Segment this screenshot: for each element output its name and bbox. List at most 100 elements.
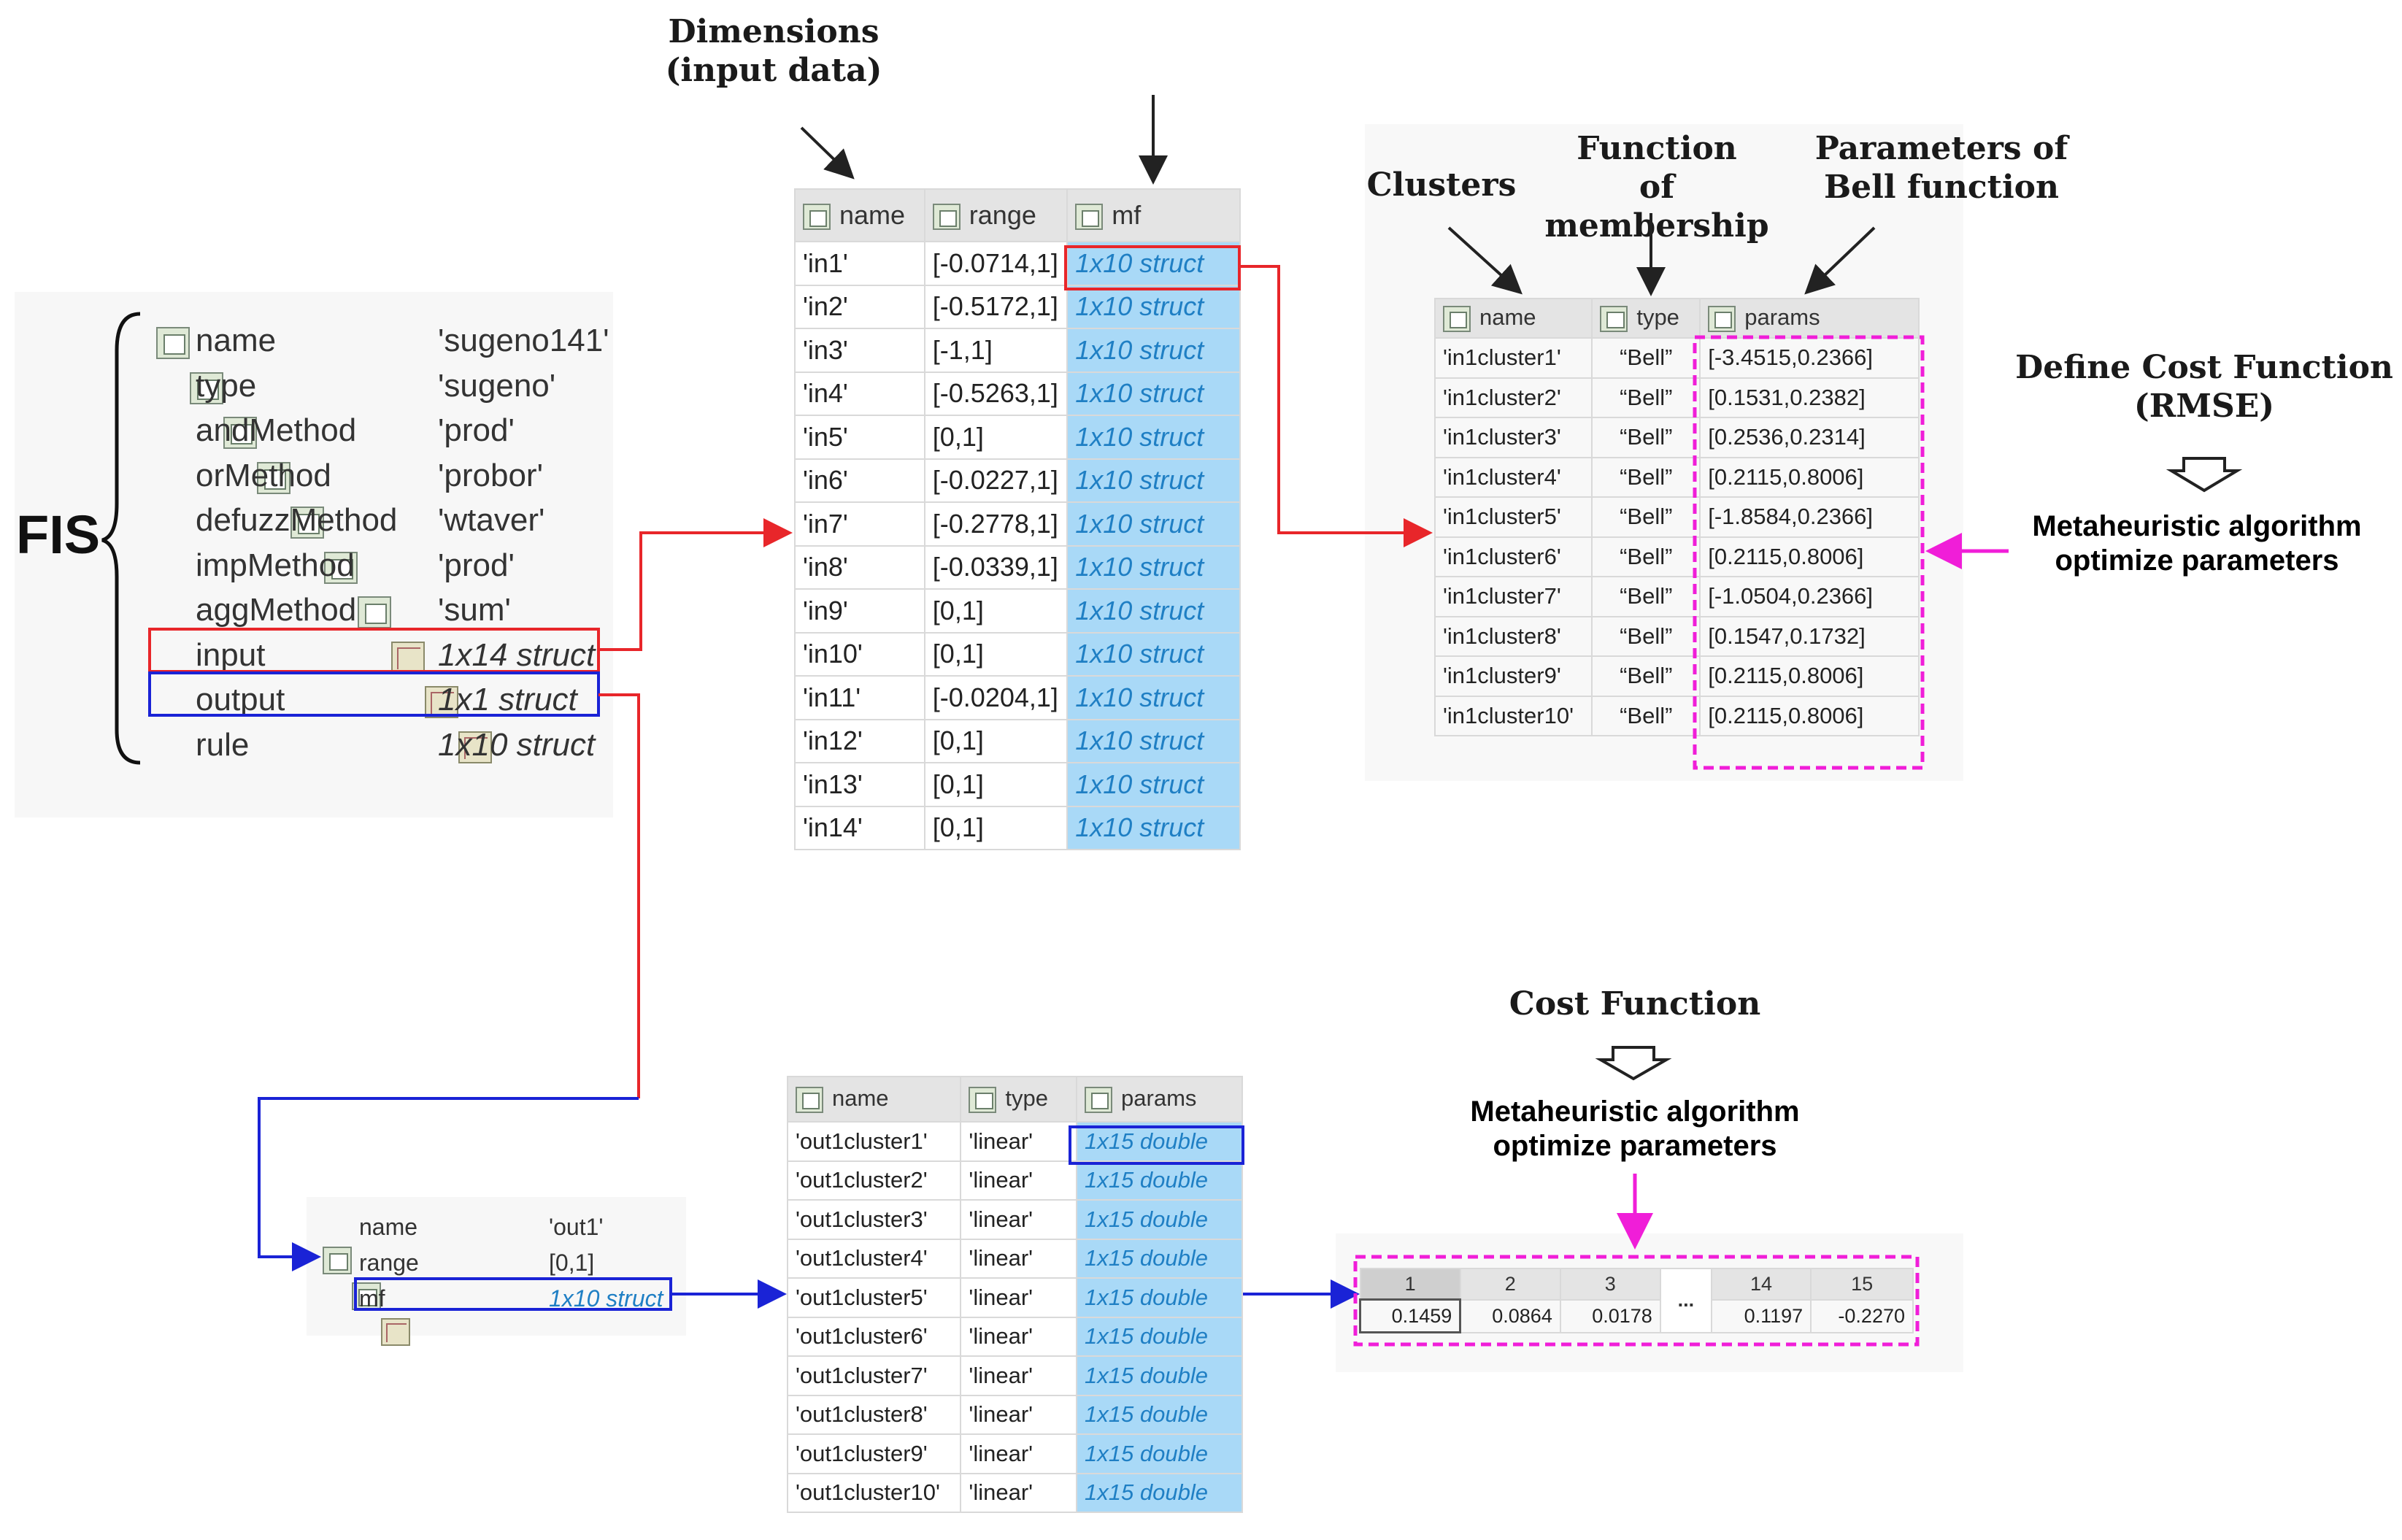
table-cell: 'out1cluster5'	[786, 1277, 962, 1318]
table-cell: 'in1'	[794, 241, 925, 286]
table-cell[interactable]: 1x10 struct	[1066, 328, 1241, 373]
table-cell[interactable]: 1x10 struct	[1066, 241, 1241, 286]
table-cell[interactable]: 1x10 struct	[1066, 805, 1241, 850]
table-cell[interactable]: 1x10 struct	[1066, 284, 1241, 329]
char-icon	[257, 461, 290, 494]
column-type-icon	[803, 204, 831, 231]
table-cell: [-0.5263,1]	[923, 371, 1069, 416]
table-cell: 'in7'	[794, 501, 925, 547]
column-type-icon	[969, 1086, 997, 1113]
table-cell[interactable]: 1x10 struct	[1066, 458, 1241, 503]
table-cell[interactable]: 1x10 struct	[1066, 718, 1241, 763]
table-cell[interactable]: 1x15 double	[1076, 1394, 1243, 1435]
table-cell[interactable]: 1x10 struct	[1066, 675, 1241, 720]
vector-index[interactable]: 2	[1459, 1268, 1561, 1301]
fis-value-orMethod: 'probor'	[438, 457, 543, 493]
table-cell: [0.1547,0.1732]	[1699, 615, 1920, 657]
fis-field-defuzzMethod: defuzzMethod	[196, 502, 398, 538]
fis-value-aggMethod: 'sum'	[438, 592, 511, 628]
table-cell: 'in1cluster2'	[1433, 377, 1593, 418]
table-cell[interactable]: 1x10 struct	[1066, 371, 1241, 416]
table-cell[interactable]: 1x10 struct	[1066, 631, 1241, 677]
fis-field-output: output	[196, 682, 285, 717]
column-type-icon	[1708, 305, 1736, 332]
out-value-range: [0,1]	[549, 1250, 595, 1276]
column-type-icon	[1443, 305, 1471, 332]
column-type-icon	[1085, 1086, 1113, 1113]
table-cell: 'out1cluster1'	[786, 1121, 962, 1162]
column-header-type[interactable]: type	[960, 1076, 1078, 1123]
table-cell: [-0.0339,1]	[923, 544, 1069, 590]
table-cell: 'linear'	[960, 1277, 1078, 1318]
table-cell[interactable]: 1x15 double	[1076, 1199, 1243, 1240]
table-row: 'out1cluster5''linear'1x15 double	[786, 1277, 1243, 1318]
table-cell: “Bell”	[1591, 456, 1701, 498]
table-cell: 'in1cluster9'	[1433, 655, 1593, 697]
column-header-mf[interactable]: mf	[1066, 188, 1241, 242]
column-header-name[interactable]: name	[786, 1076, 962, 1123]
vector-index[interactable]: 1	[1359, 1268, 1461, 1301]
vector-value: 0.0864	[1459, 1298, 1561, 1333]
table-row: 'in10'[0,1]1x10 struct	[794, 631, 1241, 677]
fis-value-impMethod: 'prod'	[438, 547, 515, 583]
column-header-params[interactable]: params	[1076, 1076, 1243, 1123]
out-value-mf[interactable]: 1x10 struct	[549, 1285, 663, 1312]
table-cell[interactable]: 1x10 struct	[1066, 762, 1241, 807]
define-cost-label: Define Cost Function (RMSE)	[2015, 349, 2393, 425]
column-type-icon	[796, 1086, 823, 1113]
table-cell: “Bell”	[1591, 377, 1701, 418]
table-cell: “Bell”	[1591, 655, 1701, 697]
char-icon	[190, 371, 223, 404]
table-cell: 'in8'	[794, 544, 925, 590]
struct-icon	[381, 1318, 410, 1346]
column-type-icon	[932, 204, 961, 231]
table-cell[interactable]: 1x15 double	[1076, 1160, 1243, 1201]
dimensions-label: Dimensions (input data)	[665, 13, 882, 89]
column-header-range[interactable]: range	[923, 188, 1069, 242]
table-cell[interactable]: 1x10 struct	[1066, 415, 1241, 460]
vector-index[interactable]: 14	[1710, 1268, 1812, 1301]
table-cell[interactable]: 1x15 double	[1076, 1355, 1243, 1396]
vector-index[interactable]: 15	[1810, 1268, 1914, 1301]
table-cell: [-3.4515,0.2366]	[1699, 337, 1920, 379]
table-cell: “Bell”	[1591, 417, 1701, 458]
table-cell[interactable]: 1x15 double	[1076, 1238, 1243, 1279]
table-row: 'in7'[-0.2778,1]1x10 struct	[794, 501, 1241, 547]
table-row: 'in12'[0,1]1x10 struct	[794, 718, 1241, 763]
table-cell[interactable]: 1x15 double	[1076, 1316, 1243, 1357]
table-cell: 'in3'	[794, 328, 925, 373]
fis-value-output[interactable]: 1x1 struct	[438, 682, 577, 717]
table-row: 'in1cluster10'“Bell”[0.2115,0.8006]	[1433, 695, 1920, 736]
table-cell: 'in2'	[794, 284, 925, 329]
table-cell[interactable]: 1x15 double	[1076, 1433, 1243, 1474]
table-cell: [-0.0714,1]	[923, 241, 1069, 286]
table-cell[interactable]: 1x10 struct	[1066, 588, 1241, 634]
table-row: 'in2'[-0.5172,1]1x10 struct	[794, 284, 1241, 329]
table-cell[interactable]: 1x15 double	[1076, 1121, 1243, 1162]
column-header-name[interactable]: name	[1433, 298, 1593, 339]
table-cell: [0.2115,0.8006]	[1699, 655, 1920, 697]
char-icon	[358, 596, 391, 628]
fis-value-input[interactable]: 1x14 struct	[438, 636, 596, 673]
table-row: 'out1cluster2''linear'1x15 double	[786, 1160, 1243, 1201]
table-cell[interactable]: 1x15 double	[1076, 1472, 1243, 1513]
column-header-name[interactable]: name	[794, 188, 925, 242]
vector-index[interactable]: 3	[1559, 1268, 1661, 1301]
vector-ellipsis: ...	[1659, 1268, 1712, 1333]
fis-value-rule[interactable]: 1x10 struct	[438, 726, 596, 763]
table-cell[interactable]: 1x10 struct	[1066, 501, 1241, 547]
column-header-params[interactable]: params	[1699, 298, 1920, 339]
table-cell: 'linear'	[960, 1238, 1078, 1279]
fis-label: FIS	[16, 504, 101, 565]
table-cell[interactable]: 1x15 double	[1076, 1277, 1243, 1318]
table-row: 'out1cluster1''linear'1x15 double	[786, 1121, 1243, 1162]
table-cell: 'linear'	[960, 1160, 1078, 1201]
column-header-type[interactable]: type	[1591, 298, 1701, 339]
table-cell: [-0.0227,1]	[923, 458, 1069, 503]
vector-value: -0.2270	[1810, 1298, 1914, 1333]
table-cell: 'in6'	[794, 458, 925, 503]
table-cell[interactable]: 1x10 struct	[1066, 544, 1241, 590]
